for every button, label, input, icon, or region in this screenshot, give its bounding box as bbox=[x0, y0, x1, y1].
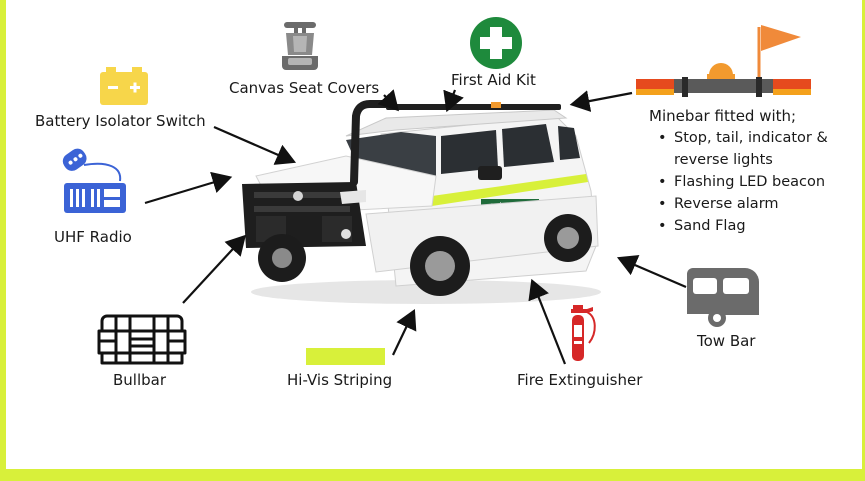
arrow-towbar bbox=[616, 254, 687, 289]
arrow-hivis bbox=[392, 309, 417, 356]
arrow-seat bbox=[377, 89, 399, 112]
minebar-icon bbox=[636, 25, 811, 97]
hivis-swatch bbox=[306, 348, 385, 365]
arrow-fire bbox=[528, 278, 567, 365]
minebar-item: Flashing LED beacon bbox=[655, 171, 828, 193]
minebar-item-text: Reverse alarm bbox=[674, 196, 779, 212]
seat-icon bbox=[282, 22, 318, 70]
arrow-firstaid bbox=[443, 89, 464, 113]
first-aid-icon bbox=[470, 17, 522, 69]
minebar-item: Sand Flag bbox=[655, 215, 828, 237]
label-seat-covers: Canvas Seat Covers bbox=[229, 79, 380, 97]
vehicle-image: enterprise bbox=[242, 100, 601, 304]
minebar-item-text: Flashing LED beacon bbox=[674, 174, 826, 190]
arrow-battery bbox=[213, 125, 297, 165]
minebar-item-text-cont: reverse lights bbox=[674, 152, 773, 168]
minebar-item-text: Sand Flag bbox=[674, 218, 746, 234]
minebar-item-text: Stop, tail, indicator & bbox=[674, 130, 828, 146]
label-fire-extinguisher: Fire Extinguisher bbox=[517, 371, 643, 389]
minebar-list: Stop, tail, indicator & reverse lights Fl… bbox=[655, 127, 828, 237]
label-first-aid: First Aid Kit bbox=[451, 71, 536, 89]
label-hivis: Hi-Vis Striping bbox=[287, 371, 393, 389]
label-bullbar: Bullbar bbox=[113, 371, 167, 389]
arrow-minebar bbox=[569, 90, 633, 112]
uhf-radio-icon bbox=[62, 148, 126, 213]
label-battery-switch: Battery Isolator Switch bbox=[35, 112, 206, 130]
fire-extinguisher-icon bbox=[571, 305, 596, 361]
label-uhf-radio: UHF Radio bbox=[54, 228, 132, 246]
battery-icon bbox=[100, 67, 148, 105]
arrow-uhf bbox=[144, 171, 233, 205]
arrow-bullbar bbox=[182, 234, 246, 304]
minebar-item: Reverse alarm bbox=[655, 193, 828, 215]
minebar-item: Stop, tail, indicator & reverse lights bbox=[655, 127, 828, 171]
label-minebar-title: Minebar fitted with; bbox=[649, 107, 797, 125]
label-tow-bar: Tow Bar bbox=[697, 332, 756, 350]
trailer-icon bbox=[687, 268, 759, 327]
bullbar-icon bbox=[97, 314, 187, 365]
